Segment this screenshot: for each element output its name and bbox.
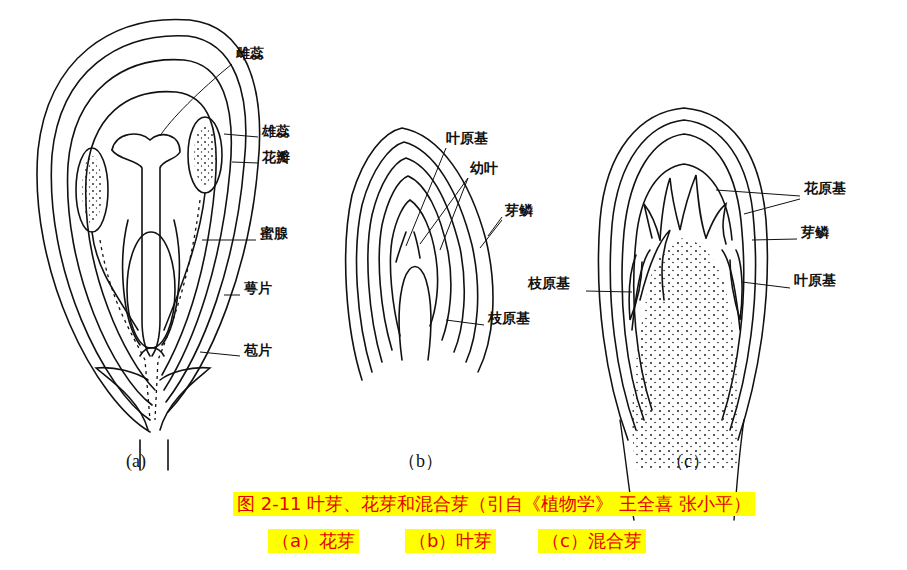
panel-letter: （b）	[398, 452, 443, 472]
part-label: 蜜腺	[260, 226, 288, 241]
part-label: 幼叶	[470, 161, 498, 176]
part-label: 苞片	[244, 343, 272, 358]
part-label: 雌蕊	[236, 46, 264, 61]
part-label: 雄蕊	[262, 124, 290, 139]
part-label: 花瓣	[262, 150, 290, 165]
subcaption: （a）花芽	[268, 529, 359, 553]
part-label: 枝原基	[528, 276, 570, 291]
subcaption: （b）叶芽	[405, 529, 496, 553]
part-label: 芽鳞	[801, 225, 829, 240]
figure-caption: 图 2-11 叶芽、花芽和混合芽（引自《植物学》 王全喜 张小平）	[233, 492, 755, 516]
subcaption: （c）混合芽	[538, 529, 646, 553]
part-label: 枝原基	[488, 311, 530, 326]
part-label: 芽鳞	[505, 203, 533, 218]
part-label: 花原基	[804, 181, 846, 196]
part-label: 叶原基	[446, 131, 488, 146]
panel-letter: （c）	[666, 452, 710, 472]
panel-letter: (a)	[126, 452, 146, 472]
part-label: 萼片	[244, 281, 272, 296]
part-label: 叶原基	[794, 273, 836, 288]
